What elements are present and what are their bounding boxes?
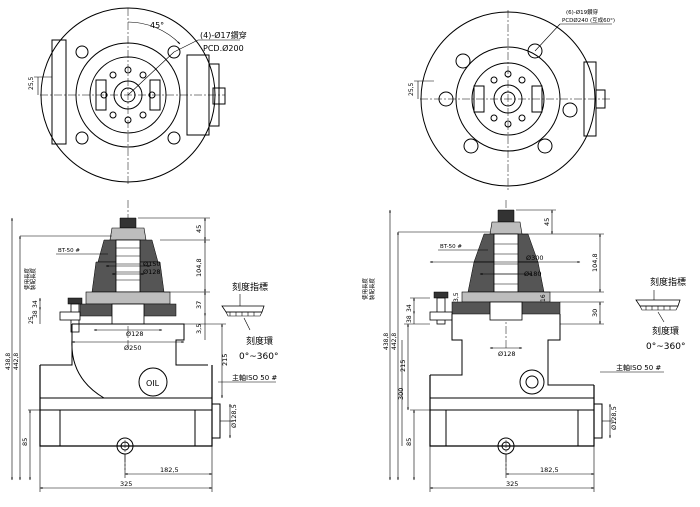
asm-len-label: 裝配長度 xyxy=(29,267,37,290)
bolt-hole xyxy=(167,45,181,59)
h438-label: 438,8 xyxy=(5,353,12,370)
flange-circle xyxy=(420,11,596,187)
bolt-hole xyxy=(562,102,578,118)
bolt-hole xyxy=(537,138,553,154)
h25-label: 25 xyxy=(28,316,35,324)
h38-label: 38 xyxy=(32,310,39,318)
housing xyxy=(39,365,213,447)
d180-label: Ø180 xyxy=(524,270,542,278)
h45-label: 45 xyxy=(195,225,203,233)
bolt-hole xyxy=(167,131,181,145)
spindle-output xyxy=(593,403,603,439)
bolt-hole xyxy=(527,43,543,59)
bolt-hole xyxy=(75,45,89,59)
d150-label: Ø150 xyxy=(143,260,161,268)
pull-stud xyxy=(119,217,137,229)
h215-label: 215 xyxy=(221,354,229,366)
front-left-view: OIL BT-50 # Ø150 Ø128 Ø128 Ø250 45 104,8… xyxy=(5,200,278,492)
oil-window xyxy=(138,367,168,397)
h38-label: 38 xyxy=(406,315,413,323)
bt-label: BT-50 # xyxy=(440,244,462,250)
bolt-hole xyxy=(75,131,89,145)
scale-pointer-label: 刻度指標 xyxy=(650,276,686,288)
d128-5-label: Ø128,5 xyxy=(610,406,618,430)
spindle-output xyxy=(211,403,221,439)
oil-window xyxy=(519,369,545,395)
w325-label: 325 xyxy=(120,480,132,488)
h30-label: 30 xyxy=(591,309,599,317)
h37-label: 37 xyxy=(195,301,203,309)
pull-stud xyxy=(497,209,515,223)
asm-len-label: 裝配長度 xyxy=(368,277,376,300)
spindle-nub xyxy=(595,89,606,109)
pcd-label: PCDØ240 (互成60°) xyxy=(562,16,615,24)
holes-label: (6)-Ø19鑽穿 xyxy=(566,8,599,16)
w325-label: 325 xyxy=(506,480,518,488)
scale-range-label: 0°~360° xyxy=(646,342,685,352)
d250-label: Ø250 xyxy=(124,344,142,352)
oil-label: OIL xyxy=(146,379,160,388)
h34-label: 34 xyxy=(32,300,39,308)
d128b-label: Ø128 xyxy=(126,330,144,338)
scale-range-label: 0°~360° xyxy=(239,352,278,362)
bolt-hole xyxy=(438,91,454,107)
spindle-label: 主軸ISO 50 # xyxy=(232,373,277,382)
h442-label: 442,8 xyxy=(13,353,20,370)
spindle-nub xyxy=(212,87,226,105)
h438-label: 438,8 xyxy=(383,333,390,350)
w182-label: 182,5 xyxy=(540,466,559,474)
h3-5-label: 3,5 xyxy=(453,292,460,302)
h85-label: 85 xyxy=(405,438,413,446)
scale-pointer xyxy=(635,299,681,307)
top-right-plan-view: (6)-Ø19鑽穿 PCDØ240 (互成60°) 25,5 xyxy=(408,8,615,190)
w182-label: 182,5 xyxy=(160,466,179,474)
scale-ring-label: 刻度環 xyxy=(246,335,273,347)
spindle-label: 主軸ISO 50 # xyxy=(616,363,661,372)
d128-label: Ø128 xyxy=(498,350,516,358)
scale-ring-label: 刻度環 xyxy=(652,325,679,337)
h104-label: 104,8 xyxy=(195,258,203,277)
use-len-label: 使用長度 xyxy=(361,277,369,300)
height-label: 25,5 xyxy=(28,76,35,90)
bolt-hole xyxy=(455,53,471,69)
d300-label: Ø300 xyxy=(526,254,544,262)
left-flat xyxy=(51,39,67,145)
pcd-label: PCD.Ø200 xyxy=(203,43,244,53)
front-right-view: BT-50 # Ø300 Ø180 Ø128 45 104,8 3,5 16 3… xyxy=(361,200,686,492)
h85-label: 85 xyxy=(21,438,29,446)
angle-label: 45° xyxy=(150,21,164,30)
d128-5-label: Ø128,5 xyxy=(230,404,238,428)
scale-pointer-label: 刻度指標 xyxy=(232,281,268,293)
bt-label: BT-50 # xyxy=(58,248,80,254)
holes-label: (4)-Ø17鑽穿 xyxy=(200,30,247,40)
top-left-plan-view: 45° (4)-Ø17鑽穿 PCD.Ø200 25,5 xyxy=(28,7,247,185)
h215-label: 215 xyxy=(399,360,407,372)
use-len-label: 使用長度 xyxy=(23,267,31,290)
h16-label: 16 xyxy=(540,294,547,302)
h300-label: 300 xyxy=(397,388,405,400)
bolt-hole xyxy=(463,138,479,154)
h45-label: 45 xyxy=(543,218,551,226)
scale-pointer xyxy=(221,305,265,313)
flange-circle xyxy=(40,7,216,183)
d128-label: Ø128 xyxy=(143,268,161,276)
h104-label: 104,8 xyxy=(591,253,599,272)
h34-label: 34 xyxy=(406,304,413,312)
h442-label: 442,8 xyxy=(391,333,398,350)
height-label: 25,5 xyxy=(408,82,415,96)
h3-5-label: 3,5 xyxy=(195,324,203,334)
